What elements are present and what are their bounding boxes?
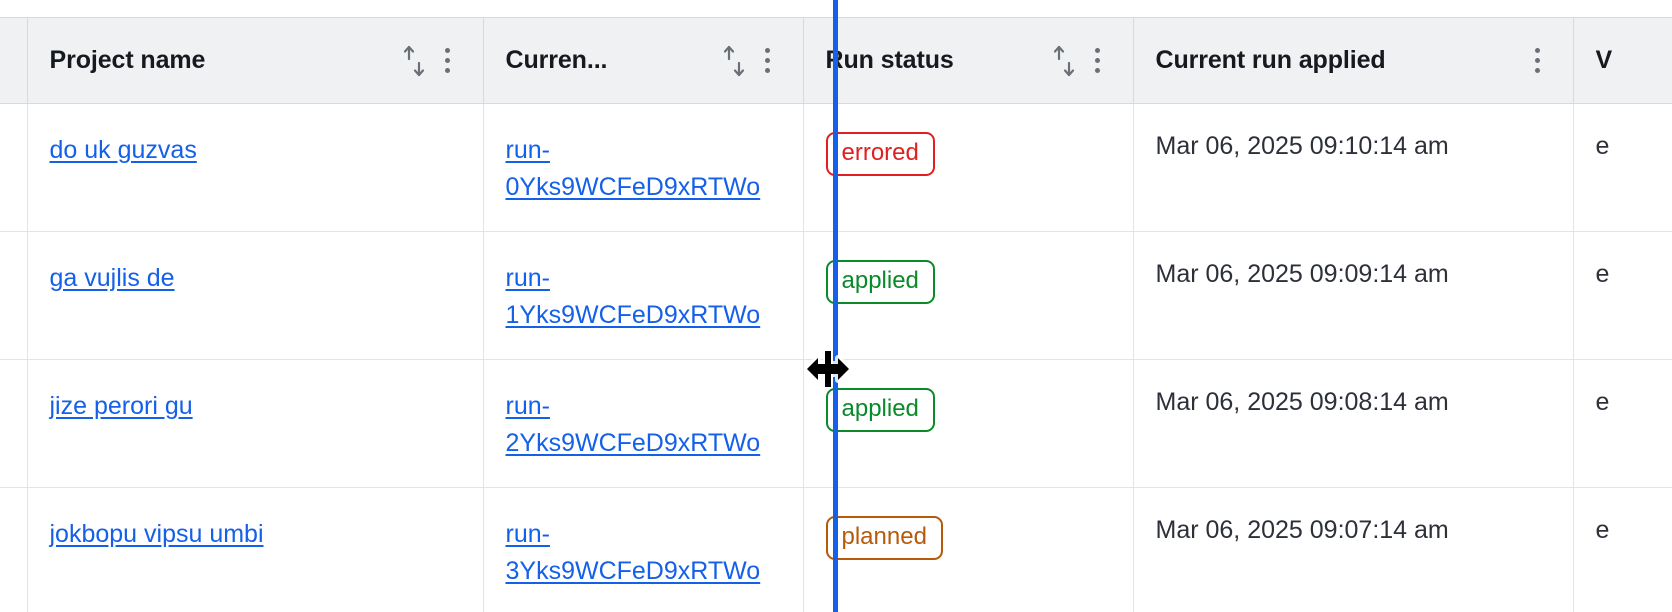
current-run-link[interactable]: run-1Yks9WCFeD9xRTWo bbox=[505, 264, 761, 329]
row-select-cell[interactable] bbox=[0, 359, 28, 488]
cell-current-run[interactable]: run-1Yks9WCFeD9xRTWo bbox=[483, 231, 804, 360]
cell-project[interactable]: jize perori gu bbox=[27, 359, 484, 488]
partial-value: e bbox=[1595, 260, 1610, 288]
column-header-applied[interactable]: Current run applied bbox=[1133, 17, 1574, 104]
sort-icon[interactable] bbox=[399, 44, 429, 78]
sort-icon[interactable] bbox=[719, 44, 749, 78]
table-header: Project name Curren... Run status Current r… bbox=[0, 17, 1672, 104]
column-header-label-partial: V bbox=[1595, 46, 1613, 74]
current-run-link[interactable]: run-0Yks9WCFeD9xRTWo bbox=[505, 136, 761, 201]
applied-timestamp: Mar 06, 2025 09:08:14 am bbox=[1155, 388, 1449, 416]
sort-toggle-status[interactable] bbox=[1049, 44, 1079, 78]
sort-icon[interactable] bbox=[1049, 44, 1079, 78]
table-row[interactable]: do uk guzvas run-0Yks9WCFeD9xRTWo errored M… bbox=[0, 103, 1672, 232]
project-link[interactable]: jokbopu vipsu umbi bbox=[49, 520, 264, 548]
header-row: Project name Curren... Run status Current r… bbox=[0, 17, 1672, 104]
table-row[interactable]: jokbopu vipsu umbi run-3Yks9WCFeD9xRTWo pl… bbox=[0, 487, 1672, 612]
sort-toggle-current[interactable] bbox=[719, 44, 749, 78]
cell-run-status: planned bbox=[803, 487, 1134, 612]
row-select-cell[interactable] bbox=[0, 231, 28, 360]
applied-timestamp: Mar 06, 2025 09:09:14 am bbox=[1155, 260, 1449, 288]
current-run-link[interactable]: run-3Yks9WCFeD9xRTWo bbox=[505, 520, 761, 585]
cell-current-run-applied: Mar 06, 2025 09:10:14 am bbox=[1133, 103, 1574, 232]
column-header-label-project: Project name bbox=[49, 46, 206, 74]
cell-run-status: errored bbox=[803, 103, 1134, 232]
status-badge: errored bbox=[825, 132, 935, 176]
table-row[interactable]: jize perori gu run-2Yks9WCFeD9xRTWo applie… bbox=[0, 359, 1672, 488]
cell-project[interactable]: jokbopu vipsu umbi bbox=[27, 487, 484, 612]
cell-project[interactable]: do uk guzvas bbox=[27, 103, 484, 232]
cell-current-run-applied: Mar 06, 2025 09:07:14 am bbox=[1133, 487, 1574, 612]
cell-current-run[interactable]: run-0Yks9WCFeD9xRTWo bbox=[483, 103, 804, 232]
row-select-cell[interactable] bbox=[0, 103, 28, 232]
cell-current-run[interactable]: run-3Yks9WCFeD9xRTWo bbox=[483, 487, 804, 612]
project-link[interactable]: jize perori gu bbox=[49, 392, 193, 420]
column-menu-applied[interactable] bbox=[1525, 46, 1551, 76]
row-select-cell[interactable] bbox=[0, 487, 28, 612]
column-header-select[interactable] bbox=[0, 17, 28, 104]
status-badge: applied bbox=[825, 260, 935, 304]
project-link[interactable]: ga vujlis de bbox=[49, 264, 175, 292]
current-run-link[interactable]: run-2Yks9WCFeD9xRTWo bbox=[505, 392, 761, 457]
column-header-status[interactable]: Run status bbox=[803, 17, 1134, 104]
column-header-partial[interactable]: V bbox=[1573, 17, 1672, 104]
project-link[interactable]: do uk guzvas bbox=[49, 136, 197, 164]
cell-current-run[interactable]: run-2Yks9WCFeD9xRTWo bbox=[483, 359, 804, 488]
column-menu-status[interactable] bbox=[1085, 46, 1111, 76]
column-header-label-applied: Current run applied bbox=[1155, 46, 1386, 74]
column-header-label-status: Run status bbox=[825, 46, 954, 74]
column-menu-current[interactable] bbox=[755, 46, 781, 76]
cell-partial: e bbox=[1573, 231, 1672, 360]
cell-partial: e bbox=[1573, 359, 1672, 488]
column-header-current[interactable]: Curren... bbox=[483, 17, 804, 104]
column-menu-project[interactable] bbox=[435, 46, 461, 76]
partial-value: e bbox=[1595, 132, 1610, 160]
cell-project[interactable]: ga vujlis de bbox=[27, 231, 484, 360]
applied-timestamp: Mar 06, 2025 09:07:14 am bbox=[1155, 516, 1449, 544]
sort-toggle-project[interactable] bbox=[399, 44, 429, 78]
cell-partial: e bbox=[1573, 487, 1672, 612]
applied-timestamp: Mar 06, 2025 09:10:14 am bbox=[1155, 132, 1449, 160]
partial-value: e bbox=[1595, 516, 1610, 544]
status-badge: planned bbox=[825, 516, 943, 560]
cell-current-run-applied: Mar 06, 2025 09:09:14 am bbox=[1133, 231, 1574, 360]
table-row[interactable]: ga vujlis de run-1Yks9WCFeD9xRTWo applied M… bbox=[0, 231, 1672, 360]
partial-value: e bbox=[1595, 388, 1610, 416]
cell-run-status: applied bbox=[803, 231, 1134, 360]
cell-partial: e bbox=[1573, 103, 1672, 232]
column-header-project[interactable]: Project name bbox=[27, 17, 484, 104]
cell-current-run-applied: Mar 06, 2025 09:08:14 am bbox=[1133, 359, 1574, 488]
cell-run-status: applied bbox=[803, 359, 1134, 488]
projects-table: Project name Curren... Run status Current r… bbox=[0, 17, 1672, 612]
status-badge: applied bbox=[825, 388, 935, 432]
column-header-label-current: Curren... bbox=[505, 46, 608, 74]
